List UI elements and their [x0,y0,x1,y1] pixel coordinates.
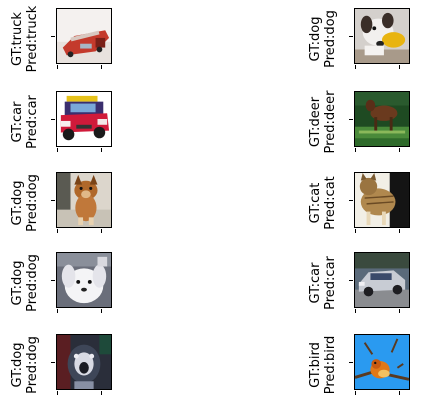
panel-label: GT:car Pred:car [298,252,348,314]
white-dog-image [57,253,111,307]
panel-label: GT:dog Pred:dog [298,8,348,70]
x-tick [57,391,58,395]
panel-7: GT:dog Pred:dog [0,252,112,318]
x-tick [101,309,102,313]
panel-6: GT:cat Pred:cat [298,172,410,238]
x-tick [399,148,400,152]
image-axes [56,172,112,228]
image-axes [354,252,410,308]
panel-label: GT:car Pred:car [0,91,50,153]
pred-label: Pred:dog [25,174,40,232]
image-axes [354,8,410,64]
gt-label: GT:car [10,101,25,143]
image-axes [56,252,112,308]
image-axes [354,91,410,147]
panel-9: GT:dog Pred:dog [0,334,112,400]
pred-label: Pred:bird [323,335,338,395]
y-tick [349,119,353,120]
x-tick [355,229,356,233]
panel-label: GT:bird Pred:bird [298,334,348,396]
x-tick [355,65,356,69]
pred-label: Pred:dog [25,254,40,312]
panel-3: GT:car Pred:car [0,91,112,157]
panel-4: GT:deer Pred:deer [298,90,410,157]
panel-2: GT:dog Pred:dog [298,8,410,74]
image-axes [56,334,112,390]
pred-label: Pred:car [323,256,338,310]
gt-label: GT:dog [10,260,25,306]
dog-toy-image [355,9,409,63]
y-tick [51,119,55,120]
x-tick [57,309,58,313]
gt-label: GT:dog [10,342,25,388]
pred-label: Pred:dog [323,10,338,68]
y-tick [349,36,353,37]
image-axes [56,91,112,147]
pred-label: Pred:cat [323,176,338,230]
x-tick [101,229,102,233]
y-tick [51,280,55,281]
panel-5: GT:dog Pred:dog [0,172,112,238]
x-tick [399,65,400,69]
gt-label: GT:dog [308,16,323,62]
x-tick [355,309,356,313]
y-tick [51,362,55,363]
gt-label: GT:truck [10,12,25,66]
panel-8: GT:car Pred:car [298,252,410,318]
cat-image [355,173,409,227]
gt-label: GT:bird [308,342,323,388]
y-tick [349,280,353,281]
image-axes [56,8,112,64]
panel-10: GT:bird Pred:bird [298,334,410,400]
x-tick [57,229,58,233]
image-axes [354,334,410,390]
deer-image [355,92,409,146]
bird-image [355,335,409,389]
y-tick [349,362,353,363]
car-image [57,92,111,146]
x-tick [57,148,58,152]
gt-label: GT:deer [308,96,323,148]
x-tick [399,309,400,313]
silver-car-image [355,253,409,307]
x-tick [355,148,356,152]
x-tick [399,229,400,233]
y-tick [51,200,55,201]
pred-label: Pred:car [25,95,40,149]
x-tick [57,65,58,69]
panel-label: GT:dog Pred:dog [0,334,50,396]
dark-dog-image [57,335,111,389]
gt-label: GT:car [308,262,323,304]
x-tick [355,391,356,395]
image-axes [354,172,410,228]
truck-image [57,9,111,63]
panel-label: GT:dog Pred:dog [0,172,50,234]
pred-label: Pred:dog [25,336,40,394]
pred-label: Pred:truck [25,5,40,73]
y-tick [51,36,55,37]
pred-label: Pred:deer [323,90,338,154]
panel-1: GT:truck Pred:truck [0,5,112,74]
panel-label: GT:dog Pred:dog [0,252,50,314]
gt-label: GT:dog [10,180,25,226]
x-tick [101,391,102,395]
puppy-image [57,173,111,227]
x-tick [101,65,102,69]
x-tick [399,391,400,395]
panel-label: GT:deer Pred:deer [298,90,348,154]
x-tick [101,148,102,152]
panel-label: GT:truck Pred:truck [0,5,50,73]
panel-label: GT:cat Pred:cat [298,172,348,234]
y-tick [349,200,353,201]
gt-label: GT:cat [308,182,323,224]
